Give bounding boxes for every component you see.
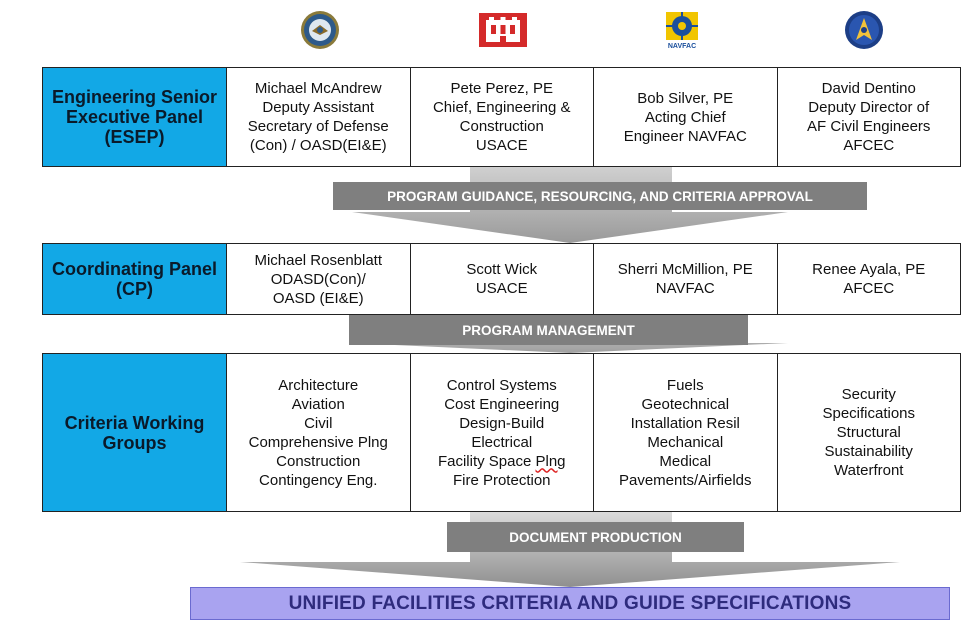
usace-castle-icon [479,13,527,47]
cwg-col-1: Architecture Aviation Civil Comprehensiv… [227,354,411,511]
cwg-col-2: Control Systems Cost Engineering Design-… [411,354,594,511]
cwg-fsp-spellcheck-word: Plng [535,452,566,470]
ufc-banner: UNIFIED FACILITIES CRITERIA AND GUIDE SP… [190,587,950,620]
esep-member-usace: Pete Perez, PE Chief, Engineering & Cons… [411,68,594,166]
cwg-col-2-item: Fire Protection [452,471,551,489]
cp-member-osd: Michael Rosenblatt ODASD(Con)/ OASD (EI&… [227,244,411,314]
document-production-band: DOCUMENT PRODUCTION [447,522,744,552]
cwg-row: Criteria Working Groups Architecture Avi… [42,353,961,512]
cwg-fsp-prefix: Facility Space [437,452,536,470]
dod-seal-icon [301,11,339,49]
esep-member-osd: Michael McAndrew Deputy Assistant Secret… [227,68,411,166]
esep-row: Engineering Senior Executive Panel (ESEP… [42,67,961,167]
esep-member-navfac: Bob Silver, PE Acting Chief Engineer NAV… [594,68,778,166]
afcec-icon [845,11,883,49]
cp-member-afcec: Renee Ayala, PE AFCEC [812,261,926,297]
cwg-col-3: Fuels Geotechnical Installation Resil Me… [594,354,778,511]
cp-member-usace: Scott Wick USACE [411,244,594,314]
program-guidance-band: PROGRAM GUIDANCE, RESOURCING, AND CRITER… [333,182,867,210]
esep-member-afcec: David Dentino Deputy Director of AF Civi… [807,80,931,154]
cwg-col-2-item: Electrical [471,433,533,451]
cwg-col-2-item: Facility Space Plng [438,452,566,471]
cwg-col-2-item: Control Systems [446,376,557,394]
cwg-col-2-item: Cost Engineering [444,395,560,413]
navfac-icon: NAVFAC [666,12,698,50]
cwg-header: Criteria Working Groups [43,354,227,511]
cp-row: Coordinating Panel (CP) Michael Rosenbla… [42,243,961,315]
navfac-logo-text: NAVFAC [668,43,696,50]
cp-header: Coordinating Panel (CP) [43,244,227,314]
cp-member-navfac: Sherri McMillion, PE NAVFAC [594,244,778,314]
esep-header: Engineering Senior Executive Panel (ESEP… [43,68,227,166]
program-management-band: PROGRAM MANAGEMENT [349,315,748,345]
cwg-col-2-item: Design-Build [459,414,545,432]
cwg-col-4: Security Specifications Structural Susta… [822,386,916,479]
